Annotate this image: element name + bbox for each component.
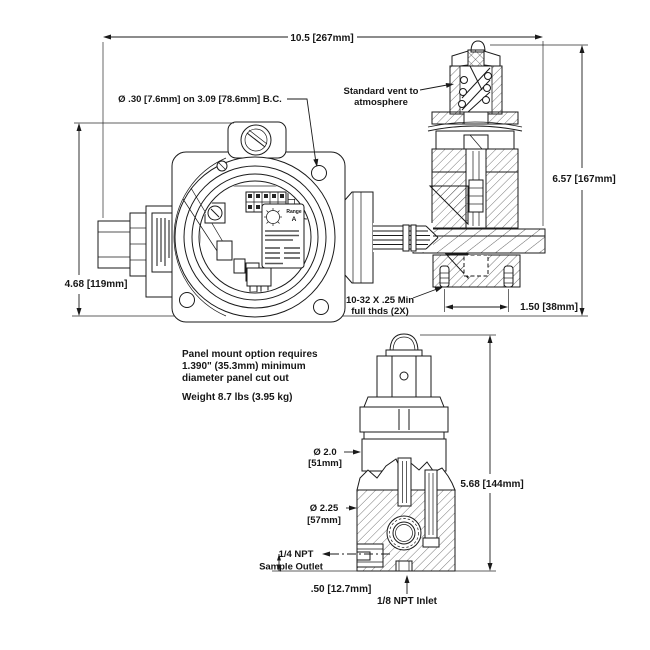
bolt-circle-callout: Ø .30 [7.6mm] on 3.09 [78.6mm] B.C. [118, 94, 282, 105]
dia-body-line1: Ø 2.0 [313, 447, 336, 458]
center-tube [397, 457, 412, 507]
dim-stud-spacing: 1.50 [38mm] [520, 302, 578, 313]
dim-housing-height: 4.68 [119mm] [65, 279, 128, 290]
sample-outlet-port [356, 543, 384, 568]
connector [246, 267, 272, 287]
probe-threads [373, 225, 439, 250]
panel-note-line3: diameter panel cut out [182, 373, 289, 384]
nameplate-microtext [156, 218, 170, 266]
cap-flap-left [451, 50, 469, 68]
regulator-side-view [373, 40, 546, 288]
dia-body-line2: [51mm] [308, 458, 342, 469]
range-value-text: A [292, 216, 297, 223]
dia-base-line2: [57mm] [307, 515, 341, 526]
threads-note-line1: 10-32 X .25 Min [346, 295, 414, 306]
dia-base-line1: Ø 2.25 [310, 503, 339, 514]
regulator-front-view [356, 333, 456, 572]
conduit-nut [129, 212, 147, 277]
cap-dome [470, 40, 486, 53]
vent-hole [399, 371, 409, 381]
mounting-stud-right [503, 265, 514, 288]
inlet-callout: 1/8 NPT Inlet [377, 596, 438, 607]
capacitor [233, 258, 246, 274]
conduit-cylinder [97, 220, 131, 269]
inlet-port [395, 560, 413, 572]
bolt-hole-bottom-left [179, 292, 195, 308]
range-selector-label: Range A [261, 203, 305, 269]
ic-chip [216, 240, 233, 261]
panel-note-line1: Panel mount option requires [182, 349, 318, 360]
conduit-nameplate [151, 212, 174, 273]
probe-assembly [344, 191, 374, 284]
range-dial-ticks [264, 208, 282, 226]
weight-note: Weight 8.7 lbs (3.95 kg) [182, 392, 292, 403]
outlet-callout-line1: 1/4 NPT [279, 549, 314, 560]
mounting-stud-left [439, 265, 450, 288]
bolt-hole-bottom-right [313, 299, 329, 315]
transmitter-front-view: Range A [97, 121, 346, 323]
dim-overall-width: 10.5 [267mm] [290, 33, 353, 44]
cap-flap-right [483, 50, 501, 68]
collar [363, 396, 445, 408]
bolt-hole-top-right [311, 165, 327, 181]
vent-callout-line1: Standard vent to [344, 86, 419, 97]
cover-edge-arc [173, 157, 227, 317]
lock-ring [359, 406, 449, 433]
cap-dome-front [389, 333, 419, 353]
side-tube [424, 469, 438, 539]
dim-regulator-height: 6.57 [167mm] [552, 174, 615, 185]
vent-callout-line2: atmosphere [354, 97, 408, 108]
dim-inlet-offset: .50 [12.7mm] [311, 584, 372, 595]
dim-valve-height: 5.68 [144mm] [460, 479, 523, 490]
dimension-annotations: 10.5 [267mm] Ø .30 [7.6mm] on 3.09 [78.6… [65, 33, 616, 607]
side-bracket [344, 191, 374, 284]
probe-washer [402, 224, 410, 252]
gauge-port [386, 515, 422, 551]
range-label-text: Range [286, 209, 302, 215]
label-microtext [265, 230, 300, 265]
spring [458, 65, 492, 113]
outlet-callout-line2: Sample Outlet [259, 562, 324, 573]
threads-note-line2: full thds (2X) [351, 306, 409, 317]
panel-note-line2: 1.390" (35.3mm) minimum [182, 361, 306, 372]
